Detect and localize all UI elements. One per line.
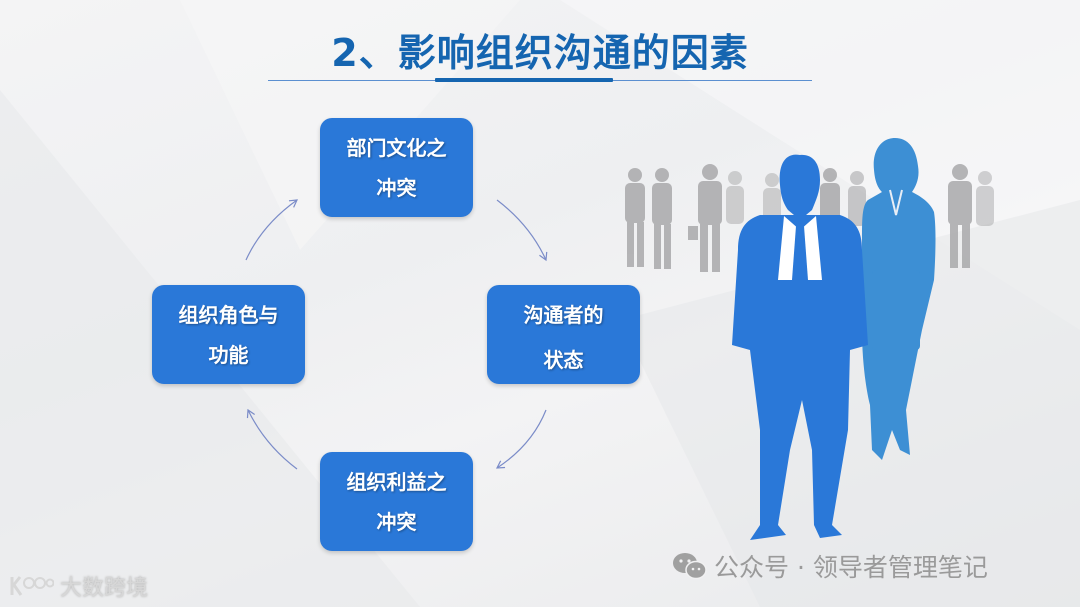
node-text-line2: 状态 bbox=[543, 347, 584, 372]
wechat-icon bbox=[673, 553, 707, 580]
man-silhouette bbox=[732, 154, 868, 540]
node-text-line2: 功能 bbox=[208, 342, 249, 367]
node-text-line1: 部门文化之 bbox=[346, 135, 447, 160]
node-organization-interest-conflict: 组织利益之 冲突 bbox=[320, 452, 473, 551]
arrow-bottom-to-left bbox=[246, 408, 298, 470]
node-department-culture-conflict: 部门文化之 冲突 bbox=[320, 118, 473, 217]
woman-silhouette bbox=[862, 138, 936, 460]
arrow-left-to-top bbox=[245, 199, 298, 261]
wechat-watermark: 公众号 · 领导者管理笔记 bbox=[672, 548, 988, 584]
node-text-line1: 组织角色与 bbox=[178, 302, 279, 327]
node-text-line2: 冲突 bbox=[376, 509, 417, 534]
node-text-line1: 组织利益之 bbox=[346, 469, 447, 494]
tie bbox=[792, 226, 808, 288]
wechat-account-text: 公众号 · 领导者管理笔记 bbox=[714, 553, 988, 582]
k100-logo-icon bbox=[10, 576, 54, 596]
node-communicator-state: 沟通者的 状态 bbox=[487, 285, 640, 384]
title-underline-bar bbox=[435, 78, 613, 82]
node-organization-role-function: 组织角色与 功能 bbox=[152, 285, 305, 384]
grey-person-silhouette bbox=[625, 168, 645, 267]
slide-title: 2、影响组织沟通的因素 bbox=[331, 31, 749, 75]
business-people-silhouettes-icon bbox=[625, 138, 994, 540]
node-text-line1: 沟通者的 bbox=[523, 302, 604, 327]
brand-text: 大数跨境 bbox=[60, 576, 149, 601]
node-text-line2: 冲突 bbox=[376, 175, 417, 200]
arrow-right-to-bottom bbox=[495, 409, 547, 469]
brand-watermark: 大数跨境 bbox=[8, 570, 148, 602]
arrow-top-to-right bbox=[496, 199, 548, 262]
